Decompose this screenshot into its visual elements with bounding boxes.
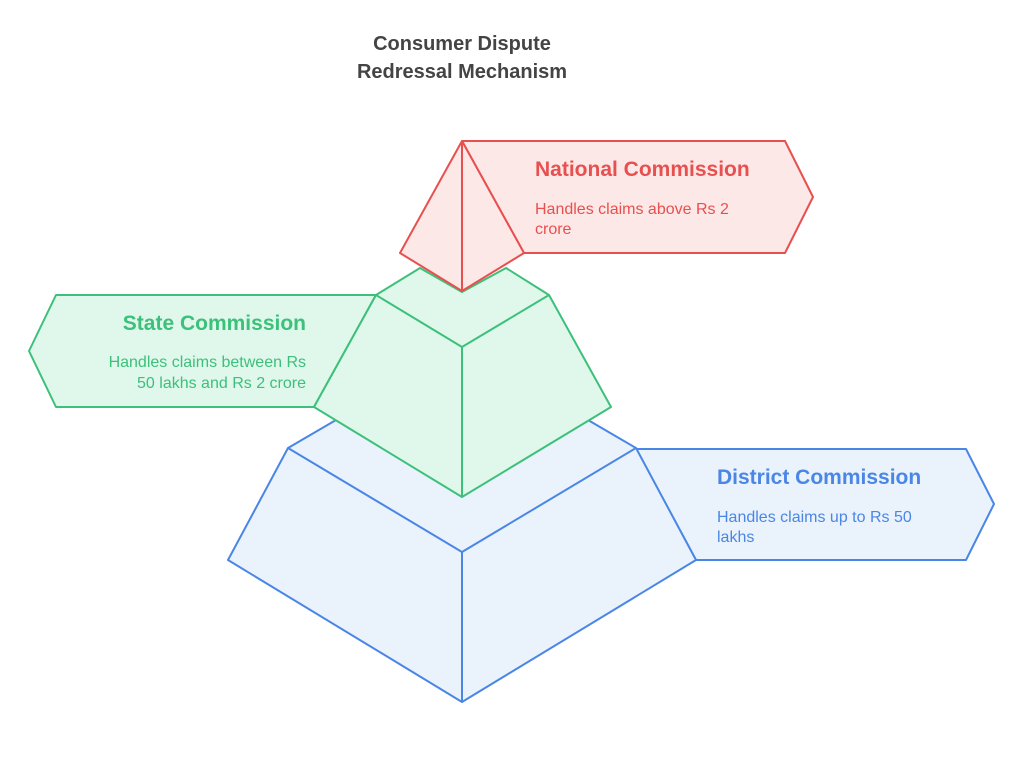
national-commission-desc-line-1: Handles claims above Rs 2 (535, 201, 729, 218)
diagram-title-line-1: Consumer Dispute (373, 33, 551, 55)
national-level: National Commission Handles claims above… (399, 140, 814, 292)
district-commission-desc-line-2: lakhs (717, 529, 754, 546)
national-commission-desc-line-2: crore (535, 221, 572, 238)
state-level: State Commission Handles claims between … (28, 267, 612, 498)
district-commission-title: District Commission (717, 466, 921, 489)
state-label-banner (28, 294, 377, 408)
district-commission-desc-line-1: Handles claims up to Rs 50 (717, 509, 912, 526)
diagram-title-line-2: Redressal Mechanism (357, 61, 567, 83)
state-commission-desc-line-2: 50 lakhs and Rs 2 crore (137, 375, 306, 392)
state-commission-desc-line-1: Handles claims between Rs (109, 354, 306, 371)
district-level: District Commission Handles claims up to… (227, 419, 995, 703)
state-commission-title: State Commission (123, 312, 306, 335)
national-commission-title: National Commission (535, 158, 750, 181)
